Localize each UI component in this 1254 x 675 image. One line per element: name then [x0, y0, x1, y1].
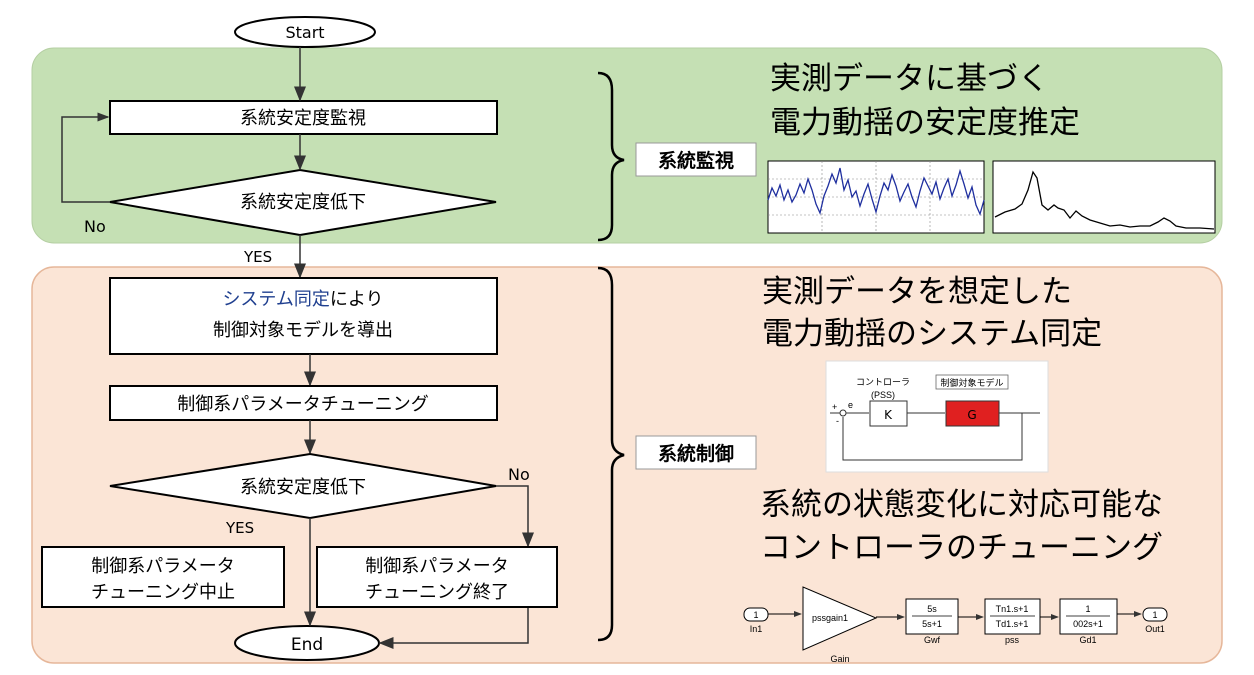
gain-block: [802, 586, 878, 651]
out1-port: [1142, 607, 1168, 622]
monitor-box: [109, 100, 498, 135]
sysid-line1: システム同定により: [222, 289, 383, 310]
tuning-box-text: 制御系パラメータチューニング: [177, 394, 428, 415]
sysid-heading-2: 電力動揺のシステム同定: [762, 316, 1102, 352]
gwf-den: 5s+1: [922, 619, 942, 629]
no-2-label: No: [508, 465, 530, 484]
pss-num: Tn1.s+1: [996, 604, 1029, 614]
start-label: Start: [285, 23, 324, 42]
gwf-block: [905, 598, 959, 635]
pss-den: Td1.s+1: [996, 619, 1029, 629]
out1-num: 1: [1152, 610, 1157, 620]
monitor-box-text: 系統安定度監視: [240, 108, 366, 129]
done-line2: チューニング終了: [365, 582, 509, 603]
end-label: End: [291, 635, 323, 655]
error-label: e: [848, 400, 853, 410]
decision-1-text: 系統安定度低下: [240, 192, 366, 213]
controller-sub: (PSS): [871, 390, 895, 400]
start-terminal: [234, 16, 376, 48]
decision-2-text: 系統安定度低下: [240, 477, 366, 498]
no-1-label: No: [84, 217, 106, 236]
tune-heading-2: コントローラのチューニング: [760, 530, 1163, 566]
simulink-chain: 1 In1 pssgain1 Gain 5s 5s+1 Gwf Tn1.s+1 …: [743, 586, 1168, 664]
gd1-block: [1059, 598, 1118, 635]
control-label-box: [635, 435, 757, 470]
g-block: [945, 400, 1000, 427]
waveform-trace: [767, 167, 985, 216]
stop-line1: 制御系パラメータ: [91, 556, 234, 577]
in1-label: In1: [750, 624, 763, 634]
stop-box: [41, 546, 285, 608]
gwf-num: 5s: [927, 604, 937, 614]
spectrum-plot: [992, 160, 1216, 234]
monitor-heading-1: 実測データに基づく: [770, 61, 1049, 97]
done-box: [316, 546, 558, 608]
in1-num: 1: [753, 610, 758, 620]
summing-junction: [839, 409, 847, 417]
monitoring-label: 系統監視: [658, 149, 734, 172]
loop-lines: [830, 412, 1040, 461]
sysid-highlight: システム同定: [222, 289, 329, 310]
sysid-heading-1: 実測データを想定した: [762, 274, 1072, 310]
pss-label: pss: [1005, 635, 1020, 645]
control-brace: [597, 266, 625, 642]
gain-label: Gain: [830, 654, 849, 664]
tune-heading-1: 系統の状態変化に対応可能な: [760, 487, 1163, 523]
plant-label: 制御対象モデル: [940, 377, 1003, 388]
sysid-line2: 制御対象モデルを導出: [213, 320, 393, 341]
controller-label: コントローラ: [856, 377, 910, 387]
monitoring-label-box: [635, 142, 757, 177]
gain-text: pssgain1: [812, 613, 848, 623]
gd1-label: Gd1: [1079, 635, 1096, 645]
gd1-den: 002s+1: [1073, 619, 1103, 629]
yes-1-label: YES: [243, 248, 272, 266]
gwf-label: Gwf: [924, 635, 941, 645]
plus-sign: +: [832, 402, 837, 412]
yes-2-label: YES: [225, 519, 254, 537]
monitoring-brace: [597, 71, 625, 242]
plant-label-box: [935, 374, 1009, 390]
stop-line2: チューニング中止: [91, 582, 235, 603]
g-label: G: [967, 408, 976, 422]
sysid-rest: により: [330, 289, 384, 310]
out1-label: Out1: [1145, 624, 1165, 634]
control-label: 系統制御: [658, 442, 734, 465]
gd1-num: 1: [1085, 604, 1090, 614]
pss-block: [984, 598, 1041, 635]
minus-sign: -: [836, 416, 839, 426]
monitor-heading-2: 電力動揺の安定度推定: [770, 105, 1080, 141]
spectrum-trace: [994, 170, 1215, 230]
k-label: K: [884, 408, 893, 422]
sysid-box: [109, 277, 498, 355]
tuning-box: [109, 385, 498, 421]
done-line1: 制御系パラメータ: [365, 556, 508, 577]
decision-1: [109, 168, 497, 237]
